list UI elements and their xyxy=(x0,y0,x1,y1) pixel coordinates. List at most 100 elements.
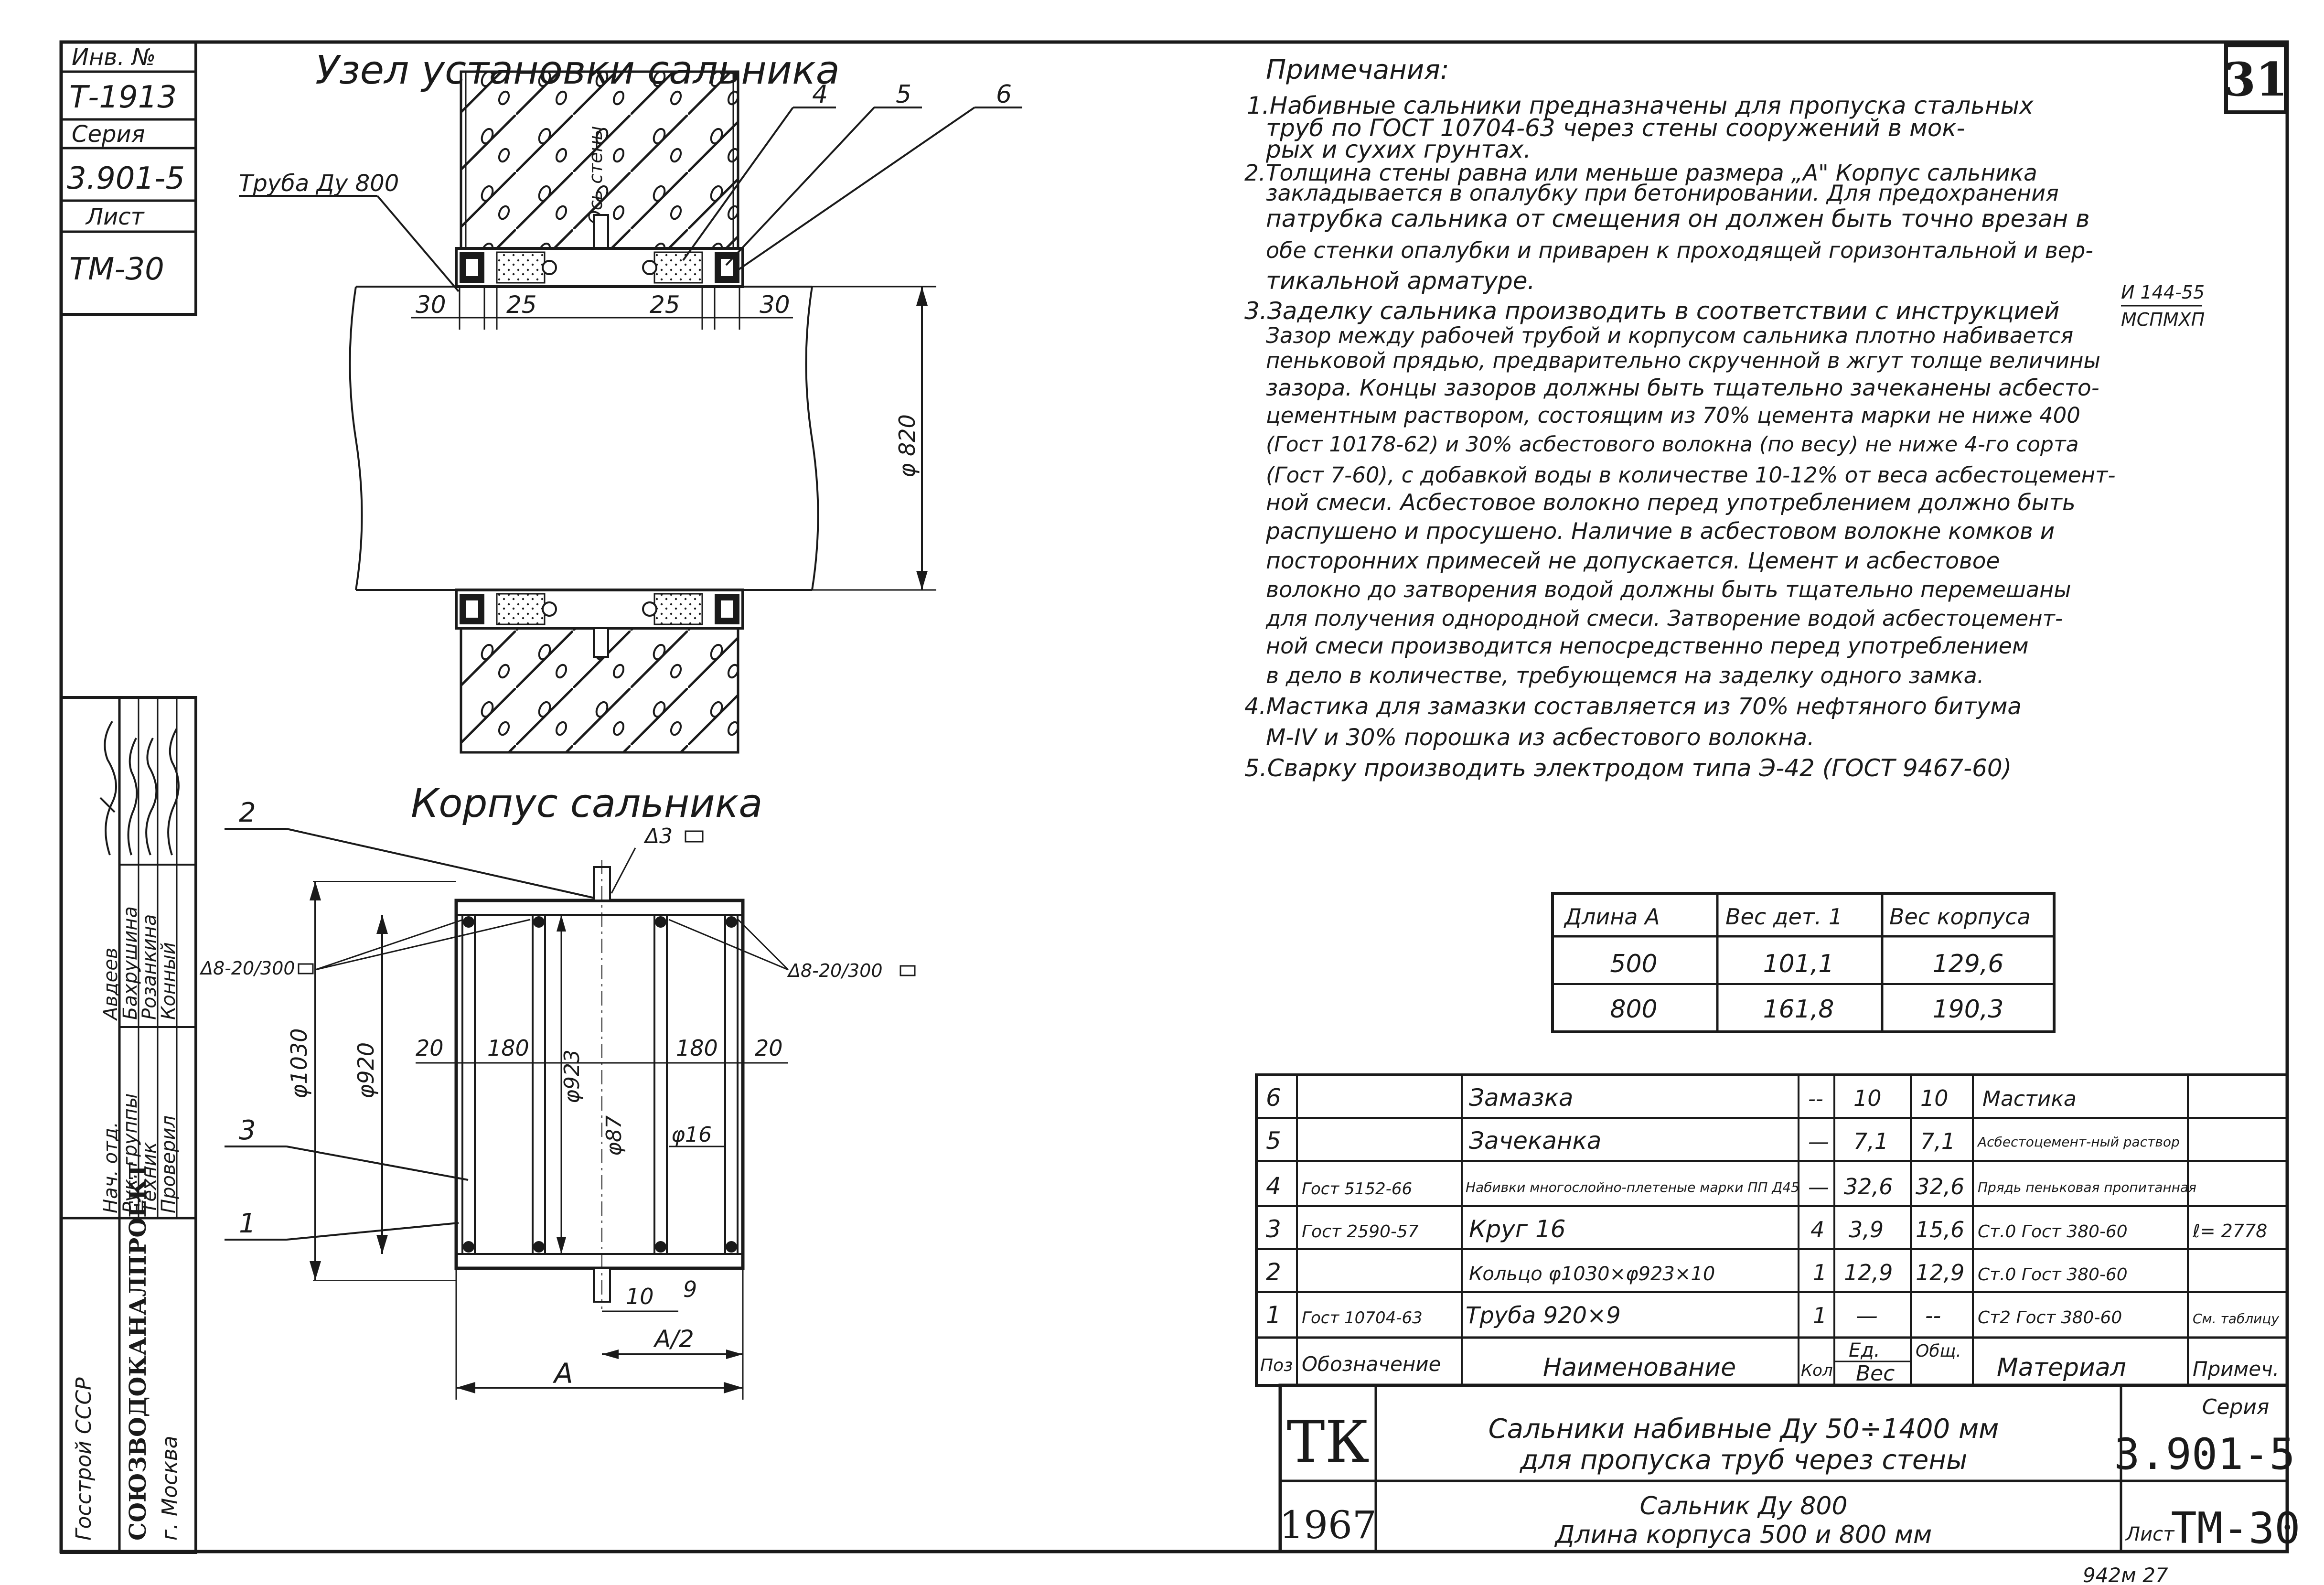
dim-dia-820: φ 820 xyxy=(894,414,920,478)
spec-name: Замазка xyxy=(1469,1084,1573,1112)
dim-dia-923: φ923 xyxy=(560,1050,584,1103)
title-sub-line-2: Длина корпуса 500 и 800 мм xyxy=(1554,1521,1932,1549)
callout-6: 6 xyxy=(996,80,1012,109)
spec-material: Ст.0 Гост 380-60 xyxy=(1978,1265,2128,1285)
note-line-22: в дело в количестве, требующемся на заде… xyxy=(1266,663,1984,688)
spec-pos: 6 xyxy=(1266,1084,1281,1112)
note-line-14: (Гост 10178-62) и 30% асбестового волокн… xyxy=(1266,432,2079,457)
sheet-label: Лист xyxy=(85,203,145,230)
spec-material: Прядь пеньковая пропитанная xyxy=(1978,1179,2196,1195)
note-line-3: рых и сухих грунтах. xyxy=(1265,136,1531,163)
outer-frame xyxy=(59,40,2289,1553)
sheet-number-box: 31 xyxy=(2224,43,2288,114)
wt-cell: 190,3 xyxy=(1933,995,2004,1024)
wt-header-body-weight: Вес корпуса xyxy=(1889,904,2031,930)
note-line-24: М-IV и 30% порошка из асбестового волокн… xyxy=(1266,724,1814,751)
spec-material: Асбестоцемент-ный раствор xyxy=(1977,1134,2180,1150)
spec-header-unit: Ед. xyxy=(1849,1339,1880,1361)
spec-name: Труба 920×9 xyxy=(1466,1302,1621,1329)
dim-10: 10 xyxy=(626,1284,654,1309)
spec-header-weight: Вес xyxy=(1856,1361,1895,1386)
spec-total: -- xyxy=(1925,1303,1941,1328)
spec-name: Набивки многослойно-плетеные марки ПП Д4… xyxy=(1466,1179,1799,1195)
spec-header-name: Наименование xyxy=(1543,1353,1736,1382)
note-line-2: труб по ГОСТ 10704-63 через стены сооруж… xyxy=(1266,114,1965,142)
spec-qty: 1 xyxy=(1813,1303,1827,1328)
spec-header-material: Материал xyxy=(1997,1353,2126,1382)
spec-unit: 32,6 xyxy=(1844,1174,1893,1199)
dim-180-right: 180 xyxy=(676,1035,718,1061)
spec-pos: 3 xyxy=(1266,1215,1281,1243)
note-line-16: ной смеси. Асбестовое волокно перед упот… xyxy=(1266,490,2076,516)
inv-value: Т-1913 xyxy=(69,80,177,115)
sheet-number: 31 xyxy=(2224,53,2288,107)
spec-unit: 12,9 xyxy=(1844,1260,1893,1285)
spec-pos: 5 xyxy=(1266,1127,1281,1155)
spec-header-total: Общ. xyxy=(1916,1341,1961,1361)
sheet-value: ТМ-30 xyxy=(69,252,164,287)
note-line-6: патрубка сальника от смещения он должен … xyxy=(1266,205,2090,233)
note-line-9: 3.Заделку сальника производить в соответ… xyxy=(1244,297,2060,325)
spec-note: См. таблицу xyxy=(2193,1311,2279,1327)
note-line-8: тикальной арматуре. xyxy=(1266,267,1535,295)
spec-pos: 1 xyxy=(1266,1301,1281,1329)
dim-20-left: 20 xyxy=(416,1035,444,1061)
note-instruction-ref-bottom: МСПМХП xyxy=(2121,309,2205,330)
spec-material: Мастика xyxy=(1982,1087,2077,1111)
signatures xyxy=(99,720,180,856)
footer-code: 942м 27 xyxy=(2083,1564,2168,1585)
spec-qty: 4 xyxy=(1810,1217,1824,1242)
wt-header-length: Длина А xyxy=(1564,904,1660,930)
inv-label: Инв. № xyxy=(72,44,156,71)
weld-left-label: Δ8-20/300 xyxy=(199,958,295,979)
note-line-17: распушено и просушено. Наличие в асбесто… xyxy=(1265,518,2055,545)
dim-30-left: 30 xyxy=(416,291,446,319)
note-line-25: 5.Сварку производить электродом типа Э-4… xyxy=(1244,754,2012,782)
callout-4: 4 xyxy=(812,80,828,109)
note-line-10: Зазор между рабочей трубой и корпусом са… xyxy=(1266,323,2073,348)
wt-cell: 500 xyxy=(1610,950,1657,978)
dim-dia-16: φ16 xyxy=(671,1123,712,1147)
dim-half-a: А/2 xyxy=(653,1325,694,1353)
title-series-label: Серия xyxy=(2202,1395,2270,1419)
dim-dia-920: φ920 xyxy=(353,1042,379,1099)
spec-total: 12,9 xyxy=(1916,1260,1964,1285)
spec-qty: — xyxy=(1808,1130,1829,1154)
wt-cell: 101,1 xyxy=(1763,950,1834,978)
bottom-drawing-title: Корпус сальника xyxy=(411,781,762,826)
series-label: Серия xyxy=(72,121,145,148)
dim-9: 9 xyxy=(683,1276,697,1302)
note-line-23: 4.Мастика для замазки составляется из 70… xyxy=(1244,693,2022,720)
spec-total: 32,6 xyxy=(1916,1174,1964,1199)
callout-1: 1 xyxy=(239,1208,256,1239)
note-line-19: волокно до затворения водой должны быть … xyxy=(1266,577,2071,602)
side-block: Нач. отд. Рук. группы Техник Проверил Ав… xyxy=(60,696,197,1554)
dim-dia-87: φ87 xyxy=(602,1115,626,1156)
note-instruction-ref-top: И 144-55 xyxy=(2121,282,2205,303)
note-line-11: пеньковой прядью, предварительно скручен… xyxy=(1266,348,2100,373)
dim-a: А xyxy=(552,1357,573,1390)
spec-unit: 7,1 xyxy=(1853,1128,1888,1154)
spec-unit: — xyxy=(1856,1303,1878,1328)
pipe-label: Труба Ду 800 xyxy=(239,170,399,197)
spec-unit: 3,9 xyxy=(1849,1217,1884,1242)
note-line-18: посторонних примесей не допускается. Цем… xyxy=(1266,548,2000,574)
note-line-4: 2.Толщина стены равна или меньше размера… xyxy=(1244,160,2037,186)
spec-header-qty: Кол xyxy=(1801,1361,1833,1380)
weld-right-label: Δ8-20/300 xyxy=(787,960,883,981)
note-line-13: цементным раствором, состоящим из 70% це… xyxy=(1266,403,2080,428)
side-name-3: Розанкина xyxy=(139,914,161,1020)
weld-top-label: Δ3 xyxy=(643,824,673,848)
spec-pos: 4 xyxy=(1266,1172,1281,1200)
spec-designation: Гост 2590-57 xyxy=(1302,1222,1419,1242)
spec-table: 6 Замазка -- 10 10 Мастика 5 Зачеканка —… xyxy=(1255,1073,2289,1387)
side-name-4: Конный xyxy=(158,942,180,1020)
side-role-4: Проверил xyxy=(158,1115,180,1213)
side-role-2: Рук. группы xyxy=(119,1093,141,1213)
callout-2: 2 xyxy=(239,797,256,828)
side-role-1: Нач. отд. xyxy=(100,1122,122,1213)
title-year: 1967 xyxy=(1279,1503,1377,1547)
bottom-drawing: Корпус сальника 2 Δ3 Δ8-20/300 xyxy=(199,781,916,1400)
note-line-1: 1.Набивные сальники предназначены для пр… xyxy=(1247,92,2034,119)
